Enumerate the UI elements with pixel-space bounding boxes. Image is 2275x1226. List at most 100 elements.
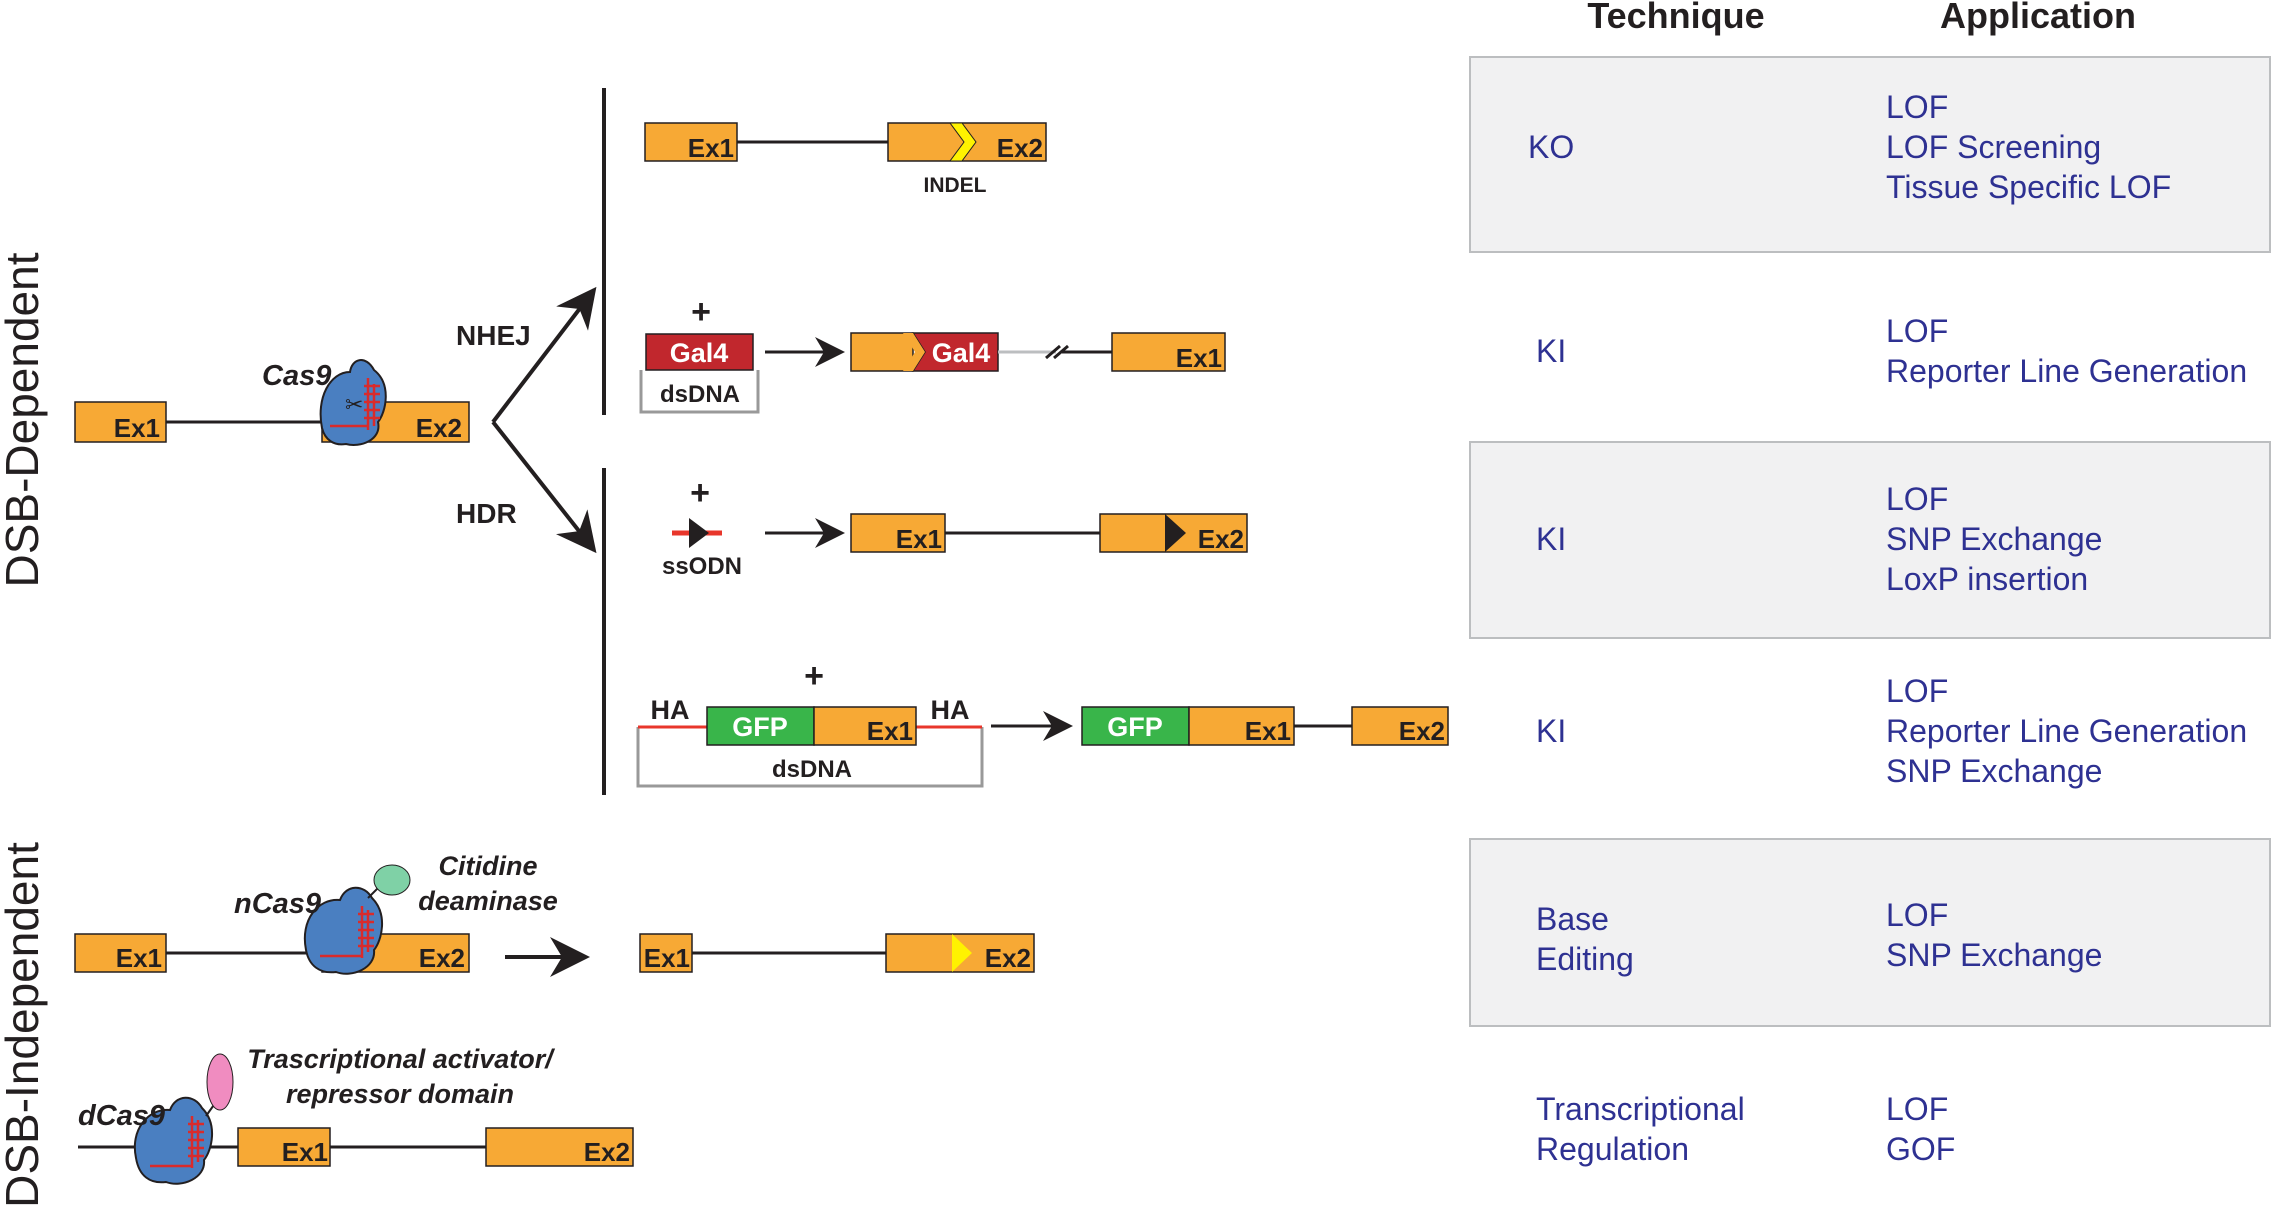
exon-1 — [74, 933, 167, 973]
exon-2-label: Ex2 — [1198, 524, 1244, 554]
ssodn-label: ssODN — [662, 553, 742, 580]
application-loxp-insertion: LoxP insertion — [1886, 561, 2088, 597]
indel-label: INDEL — [924, 174, 987, 197]
exon-2-label: Ex2 — [584, 1137, 630, 1167]
application-lof: LOF — [1886, 1091, 1948, 1127]
row-shade-base-editing — [1469, 838, 2271, 1027]
dcas9-label: dCas9 — [78, 1100, 165, 1132]
application-lof: LOF — [1886, 481, 1948, 517]
exon-1 — [1188, 706, 1295, 746]
deaminase-label: deaminase — [418, 886, 558, 916]
ssodn-result: Ex1 Ex2 — [850, 513, 1248, 554]
application-header: Application — [1940, 0, 2136, 36]
exon-1 — [850, 513, 946, 553]
exon-2 — [1351, 706, 1449, 746]
gfp-cassette — [706, 706, 815, 746]
base-editor-locus: Ex1 Ex2 nCas9 Citidine deaminase — [74, 851, 558, 975]
loxp-triangle-icon — [689, 518, 709, 548]
exon-1-label: Ex1 — [114, 413, 160, 443]
plus-sign: + — [690, 474, 710, 512]
row-shade-ko — [1469, 56, 2271, 253]
deaminase-domain — [373, 864, 411, 896]
guide-rna — [320, 906, 374, 958]
dsb-independent-label: DSB-Independent — [0, 842, 48, 1208]
application-snp-exchange: SNP Exchange — [1886, 521, 2102, 557]
application-snp-exchange: SNP Exchange — [1886, 937, 2102, 973]
dsb-dependent-label: DSB-Dependent — [0, 252, 48, 587]
exon-2 — [485, 1127, 634, 1167]
application-reporter-line: Reporter Line Generation — [1886, 353, 2247, 389]
homology-arm-label: HA — [931, 695, 970, 725]
exon-2-label: Ex2 — [419, 943, 465, 973]
exon-1-label: Ex1 — [896, 524, 942, 554]
exon-1-label: Ex1 — [116, 943, 162, 973]
dsdna-label: dsDNA — [772, 756, 852, 783]
dsdna-bracket — [639, 370, 760, 414]
exon-1 — [1111, 332, 1226, 372]
hdr-arrow — [491, 420, 597, 554]
gfp-label: GFP — [1107, 712, 1163, 742]
exon-1-label: Ex1 — [688, 133, 734, 163]
ssodn-donor: + ssODN — [662, 474, 742, 580]
activator-label: Trascriptional activator/ — [247, 1044, 555, 1074]
technique-ki: KI — [1536, 521, 1566, 557]
ncas9-label: nCas9 — [234, 888, 321, 920]
gal4-cassette — [645, 333, 754, 371]
application-tissue-specific-lof: Tissue Specific LOF — [1886, 169, 2171, 205]
exon-1 — [639, 933, 693, 973]
technique-regulation: Regulation — [1536, 1131, 1689, 1167]
base-edit-result: Ex1 Ex2 — [639, 933, 1035, 973]
exon-2-label: Ex2 — [985, 943, 1031, 973]
cas9-locus: Ex1 Ex2 ✂ Cas9 — [74, 359, 470, 446]
edited-base-mark — [952, 934, 972, 972]
exon-1-label: Ex1 — [1176, 343, 1222, 373]
cas9-label: Cas9 — [262, 360, 331, 392]
nhej-label: NHEJ — [456, 320, 531, 351]
technique-header: Technique — [1587, 0, 1764, 36]
plus-sign: + — [804, 657, 824, 695]
scissors-icon: ✂ — [345, 392, 363, 417]
gfp-cassette — [1081, 706, 1190, 746]
exon-1-label: Ex1 — [282, 1137, 328, 1167]
guide-rna — [330, 378, 380, 430]
homology-arm-label: HA — [651, 695, 690, 725]
exon-2-label: Ex2 — [1399, 716, 1445, 746]
application-reporter-line: Reporter Line Generation — [1886, 713, 2247, 749]
guide-rna — [150, 1116, 204, 1168]
application-snp-exchange: SNP Exchange — [1886, 753, 2102, 789]
activator-label: repressor domain — [286, 1079, 514, 1109]
application-lof: LOF — [1886, 313, 1948, 349]
indel-mark — [949, 122, 977, 162]
dcas9-locus: Ex1 Ex2 dCas9 Trascriptional activator/ … — [78, 1044, 634, 1185]
application-lof: LOF — [1886, 673, 1948, 709]
cas9-protein — [319, 359, 387, 446]
gfp-result: GFP Ex1 Ex2 — [1081, 706, 1449, 746]
exon-2-label: Ex2 — [416, 413, 462, 443]
technique-ki: KI — [1536, 713, 1566, 749]
technique-transcriptional: Transcriptional — [1536, 1091, 1745, 1127]
exon-2-fragment — [850, 332, 914, 372]
indel-result: Ex1 Ex2 INDEL — [644, 122, 1047, 197]
loxp-triangle-icon — [1165, 514, 1186, 552]
break-mark-icon — [1045, 344, 1069, 360]
gfp-donor: + HA HA GFP Ex1 dsDNA — [636, 657, 984, 788]
technique-ko: KO — [1528, 129, 1574, 165]
exon-1 — [644, 122, 738, 162]
nhej-arrow — [491, 286, 597, 424]
application-lof: LOF — [1886, 89, 1948, 125]
technique-base: Base — [1536, 901, 1609, 937]
gfp-label: GFP — [732, 712, 788, 742]
row-shade-ki-ssodn — [1469, 441, 2271, 639]
dsdna-label: dsDNA — [660, 381, 740, 408]
gal4-result: Gal4 Ex1 — [850, 332, 1226, 373]
exon-1 — [813, 706, 917, 746]
application-lof-screening: LOF Screening — [1886, 129, 2101, 165]
plus-sign: + — [691, 293, 711, 331]
exon-2-label: Ex2 — [997, 133, 1043, 163]
gal4-label: Gal4 — [932, 338, 991, 368]
technique-ki: KI — [1536, 333, 1566, 369]
exon-1-label: Ex1 — [1245, 716, 1291, 746]
application-gof: GOF — [1886, 1131, 1955, 1167]
gal4-label: Gal4 — [670, 338, 729, 368]
